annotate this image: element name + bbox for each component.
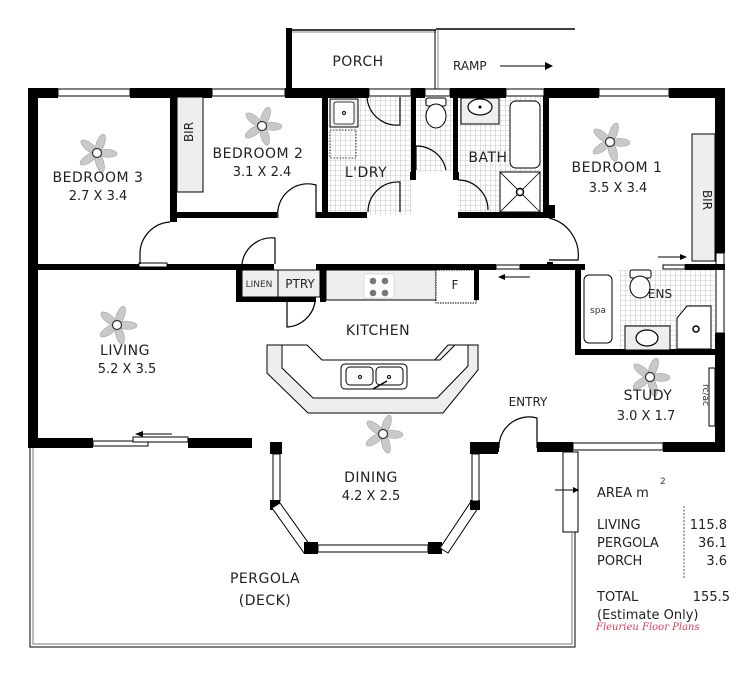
area-row-label: PERGOLA [597,536,659,551]
entry-label: ENTRY [509,395,548,409]
sliding-door-arrow-icon [135,431,143,437]
area-row-label: PORCH [597,554,642,569]
shower [499,171,541,213]
washing-machine-space [329,129,357,159]
living-label: LIVING [100,343,150,359]
area-row-label: LIVING [597,518,641,533]
kitchen-slider-arrow-icon [498,274,505,280]
bir-bedroom1-label: BIR [700,190,714,210]
area-row-value: 36.1 [698,536,727,551]
bir-bedroom2-label: BIR [182,122,196,142]
area-title: AREA m [597,486,649,501]
dining-label: DINING [344,470,398,486]
area-total-label: TOTAL [596,590,639,605]
linen-door[interactable] [241,237,276,265]
laundry-door[interactable] [367,181,401,213]
area-row-value: 115.8 [690,518,727,533]
entry-door[interactable] [498,416,538,449]
kitchen-island [266,344,479,414]
pergola-outline [29,448,576,648]
ensuite-slider-arrow-icon [680,254,687,260]
ramp-label: RAMP [453,59,487,73]
bedroom3-label: BEDROOM 3 [53,170,144,186]
kitchen-label: KITCHEN [346,323,410,339]
bir-bedroom2 [176,96,204,193]
bir-bedroom1 [691,133,716,262]
bedroom1-door[interactable] [548,217,579,261]
area-table: AREA m 2 LIVING 115.8 PERGOLA 36.1 PORCH… [595,477,730,633]
laundry-label: L'DRY [345,165,387,181]
cooktop [363,273,395,299]
ensuite-basin [635,329,659,347]
toilet-door[interactable] [415,145,447,171]
porch-label: PORCH [332,54,383,70]
ensuite-shower [676,305,712,350]
ceiling-fan-icon [242,105,283,147]
area-note: (Estimate Only) [597,608,698,623]
pantry-label: PTRY [285,277,315,291]
laundry-external-door[interactable] [366,96,401,126]
fridge-label: F [452,278,459,292]
rcac-unit [708,367,716,427]
ensuite-toilet [629,269,652,299]
bedroom3-size: 2.7 X 3.4 [69,189,128,204]
ceiling-fan-icon [77,132,118,174]
linen-label: LINEN [246,280,273,290]
study-label: STUDY [624,388,673,404]
living-size: 5.2 X 3.5 [98,362,157,377]
bedroom2-label: BEDROOM 2 [213,146,304,162]
ensuite-label: ENS [648,287,672,301]
ramp-arrow-icon [545,62,553,70]
pergola-label: PERGOLA [230,571,300,587]
pergola-sublabel: (DECK) [239,593,292,609]
bedroom2-door[interactable] [277,183,317,219]
ceiling-fan-icon [363,413,404,455]
area-total-value: 155.5 [693,590,730,605]
spa-bath [583,274,613,344]
bedroom1-size: 3.5 X 3.4 [589,181,648,196]
ramp [436,28,575,70]
spa-label: spa [590,306,606,316]
pantry-door[interactable] [286,301,316,328]
rcac-label: rc/ac [700,384,710,406]
study-size: 3.0 X 1.7 [617,409,676,424]
bathtub [509,100,541,169]
bedroom2-size: 3.1 X 2.4 [233,165,292,180]
toilet [425,97,447,129]
pantry-cupboard [277,269,321,298]
credit-label: Fleurieu Floor Plans [595,622,700,633]
bedroom3-door[interactable] [139,221,171,264]
porch [286,28,439,90]
area-row-value: 3.6 [706,554,727,569]
dining-size: 4.2 X 2.5 [342,489,401,504]
ceiling-fan-icon [590,121,631,163]
ceiling-fan-icon [97,304,138,346]
area-superscript: 2 [660,477,666,487]
bedroom1-label: BEDROOM 1 [572,160,663,176]
bath-door[interactable] [457,179,489,211]
bath-label: BATH [468,150,507,166]
